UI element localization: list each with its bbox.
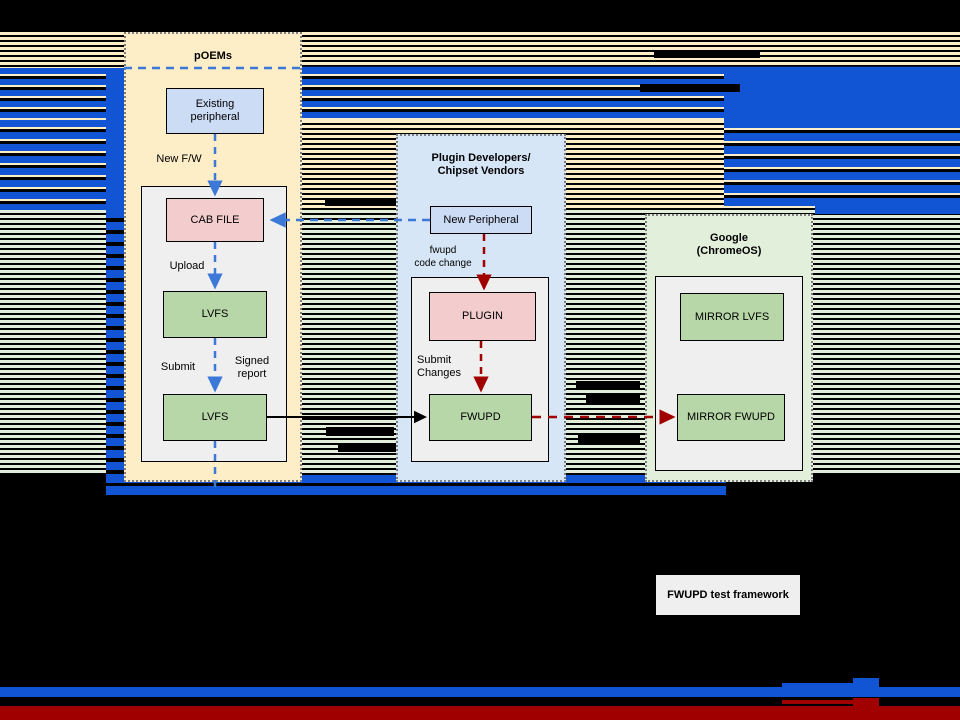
node-existing-peripheral-label: Existing peripheral (190, 98, 240, 123)
node-mirror-fwupd-label: MIRROR FWUPD (687, 411, 775, 423)
edge-label-new-fw: New F/W (156, 153, 202, 165)
glitch-bar-red-a (0, 706, 960, 720)
legend-fwupd-test-framework: FWUPD test framework (656, 575, 800, 615)
glitch-blob-1 (654, 51, 760, 58)
glitch-bar-red-c (853, 698, 879, 712)
panel-poems-title: pOEMs (194, 50, 232, 62)
node-new-peripheral[interactable]: New Peripheral (430, 206, 532, 234)
node-cab-file[interactable]: CAB FILE (166, 198, 264, 242)
edge-label-submit-changes: Submit Changes (417, 354, 462, 379)
node-lvfs-submit[interactable]: LVFS (163, 394, 267, 441)
glitch-bar-blue-e (853, 678, 879, 692)
legend-label: FWUPD test framework (667, 589, 789, 601)
glitch-column-left-dashes (106, 210, 124, 475)
glitch-blob-4 (326, 427, 394, 436)
glitch-bar-blue-c (0, 687, 960, 697)
glitch-column-right-b (724, 120, 960, 210)
edge-label-fwupd-code-change: fwupd code change (414, 245, 472, 269)
glitch-bar-blue-d (782, 683, 874, 687)
panel-google-chromeos-title: Google (ChromeOS) (696, 232, 762, 257)
glitch-blob-7 (586, 394, 640, 403)
edge-label-signed-report: Signed report (234, 355, 270, 380)
node-existing-peripheral[interactable]: Existing peripheral (166, 88, 264, 134)
glitch-blob-6 (576, 381, 640, 390)
node-mirror-lvfs-label: MIRROR LVFS (694, 310, 770, 323)
glitch-bar-red-b (782, 700, 874, 704)
node-plugin-label: PLUGIN (462, 310, 503, 322)
panel-plugin-developers-title: Plugin Developers/ Chipset Vendors (431, 152, 531, 177)
node-new-peripheral-label: New Peripheral (443, 213, 519, 226)
glitch-band-black-bottom (0, 495, 960, 685)
node-lvfs-submit-label: LVFS (201, 411, 229, 423)
node-fwupd[interactable]: FWUPD (429, 394, 532, 441)
node-lvfs-upload-label: LVFS (201, 308, 229, 320)
glitch-column-right-a (724, 68, 960, 120)
glitch-blob-5 (338, 443, 396, 452)
glitch-blob-2 (640, 84, 740, 92)
glitch-bar-blue-b (106, 486, 726, 495)
node-mirror-lvfs[interactable]: MIRROR LVFS (680, 293, 784, 341)
node-plugin[interactable]: PLUGIN (429, 292, 536, 341)
node-fwupd-label: FWUPD (460, 411, 501, 423)
node-mirror-fwupd[interactable]: MIRROR FWUPD (677, 394, 785, 441)
glitch-blob-3 (325, 198, 397, 206)
node-cab-file-label: CAB FILE (190, 213, 240, 226)
edge-label-upload: Upload (169, 260, 205, 272)
glitch-column-left-tail (0, 68, 106, 120)
glitch-column-left-mid (0, 120, 106, 210)
edge-label-submit: Submit (160, 361, 196, 373)
glitch-bar-right-blue (815, 200, 960, 214)
node-lvfs-upload[interactable]: LVFS (163, 291, 267, 338)
glitch-blob-8 (578, 435, 640, 444)
